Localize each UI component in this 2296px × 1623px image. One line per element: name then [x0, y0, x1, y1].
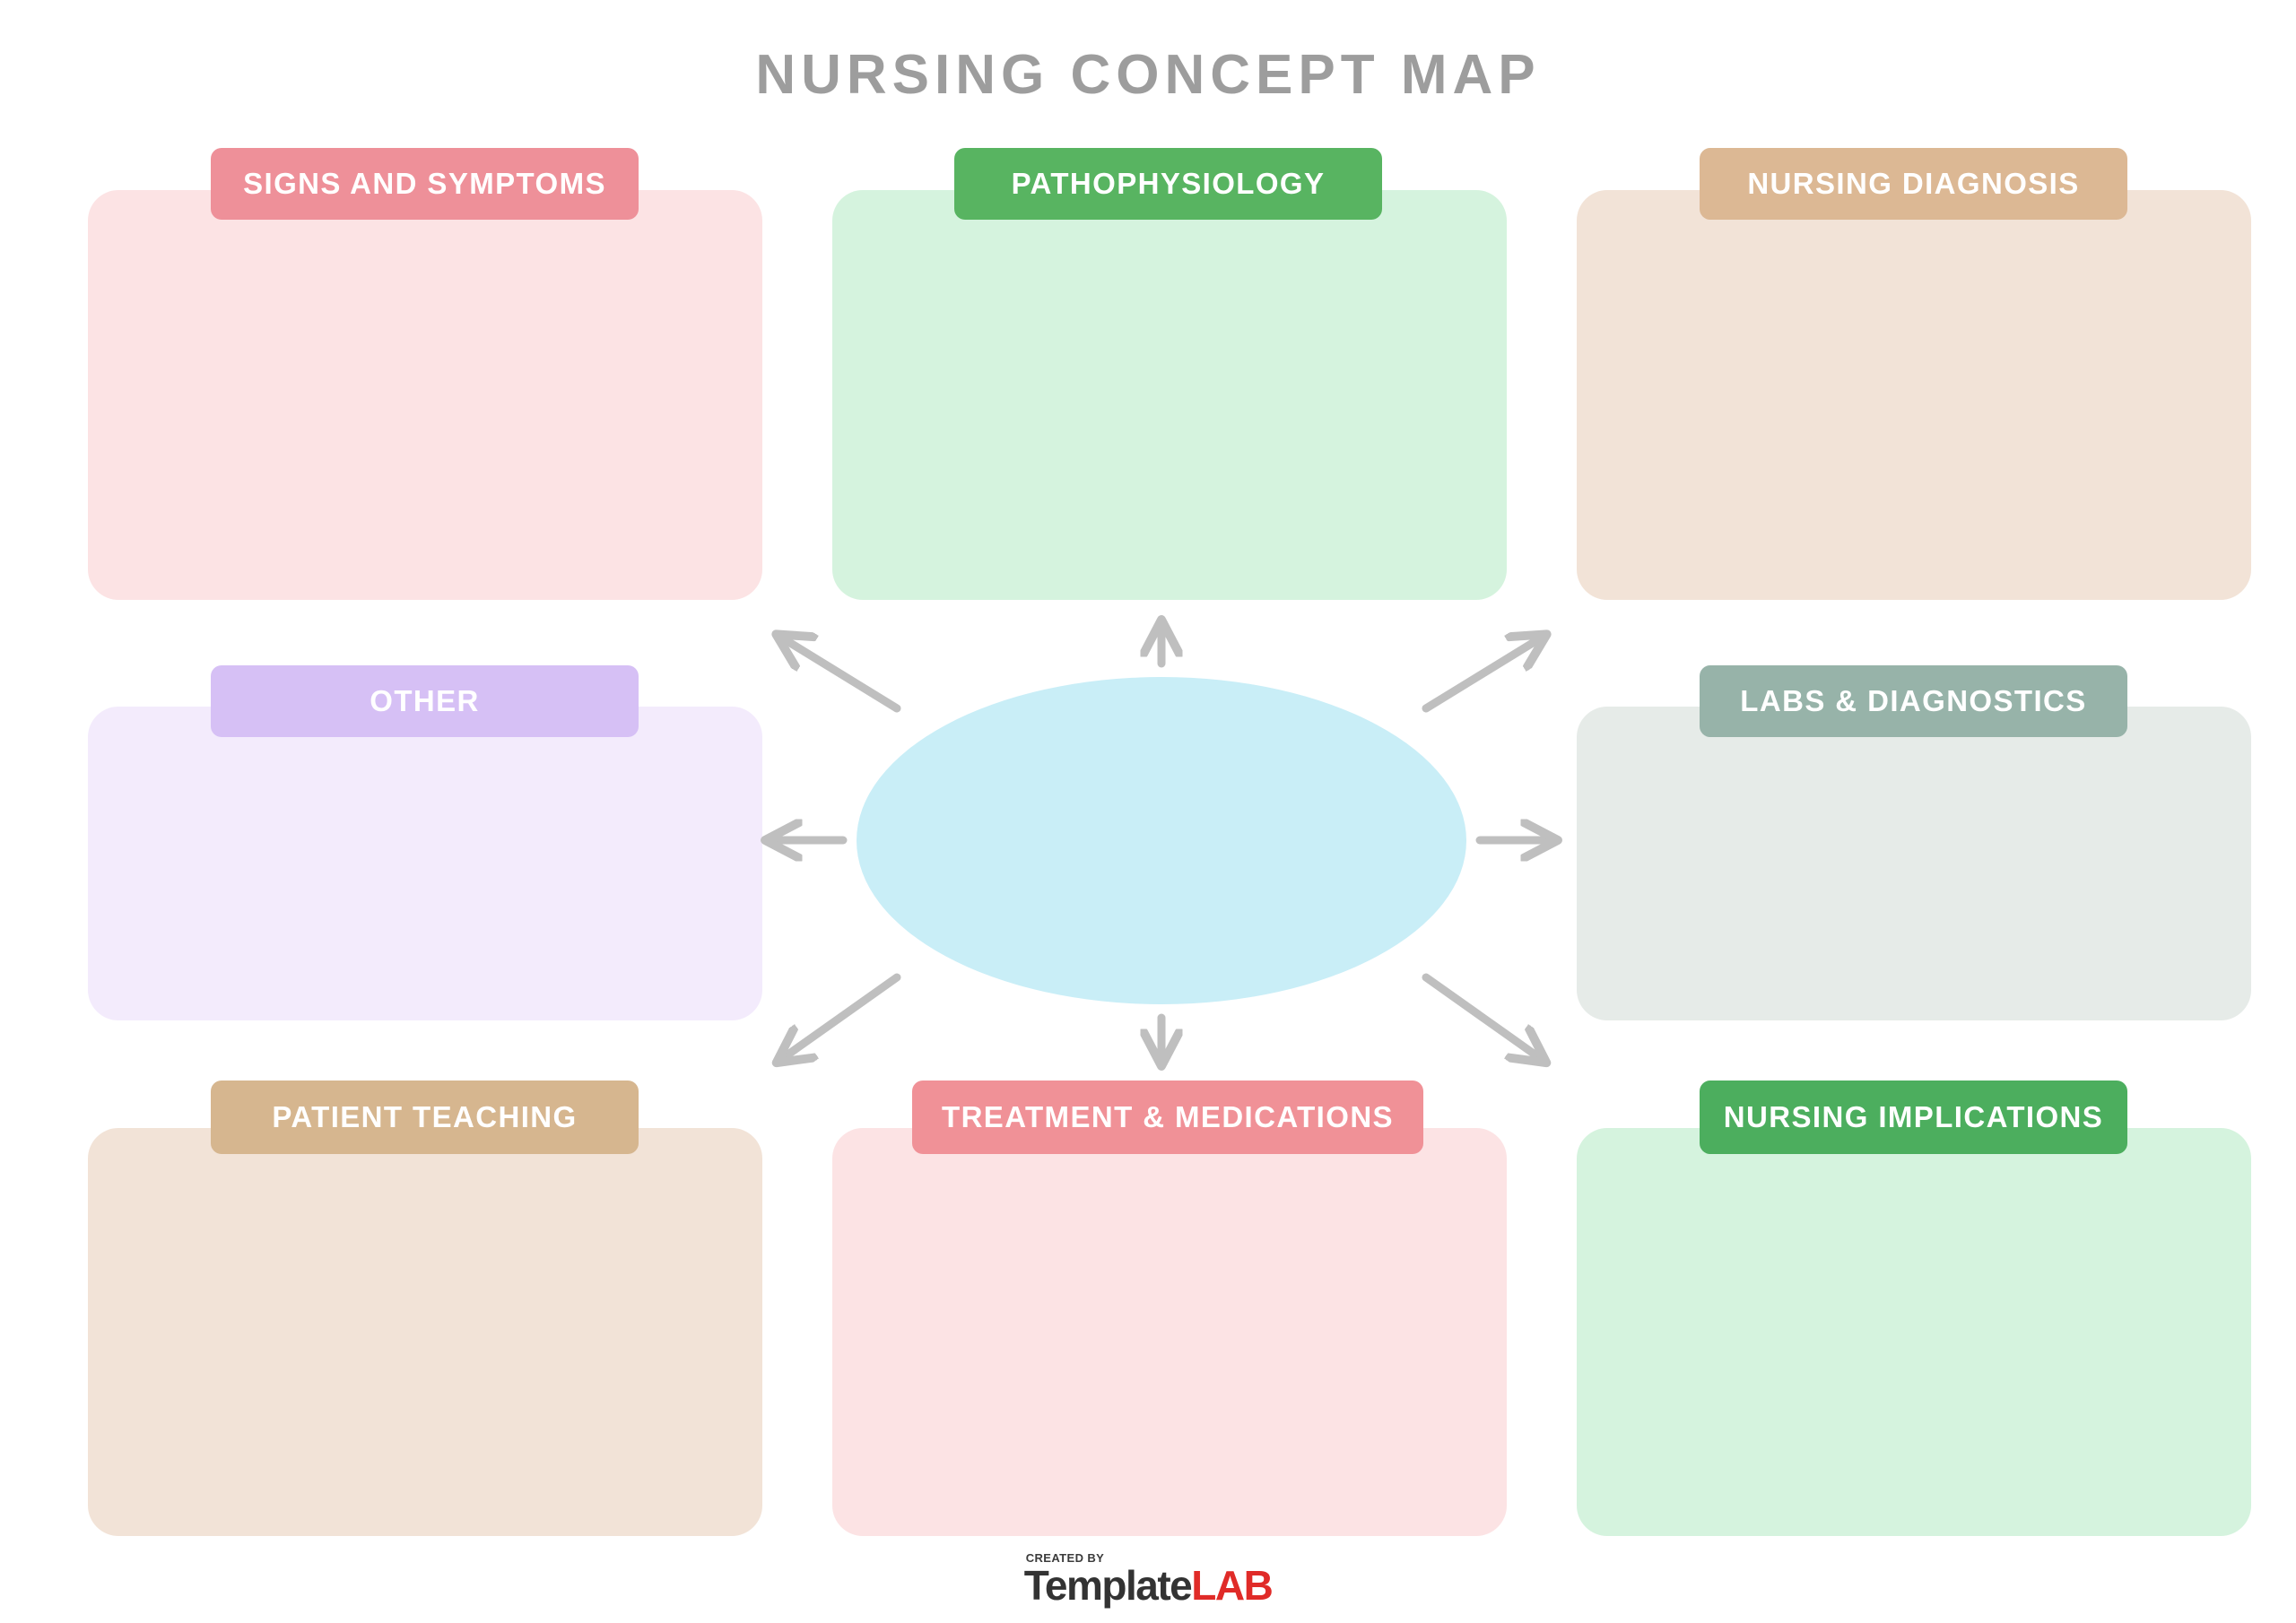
arrow-up-left	[783, 638, 901, 713]
card-label-labs-and-diagnostics: LABS & DIAGNOSTICS	[1700, 665, 2127, 737]
created-by-label: CREATED BY	[1025, 1551, 1105, 1565]
card-label-nursing-diagnosis: NURSING DIAGNOSIS	[1700, 148, 2127, 220]
brand-name-lab: LAB	[1191, 1562, 1274, 1609]
brand-name-template: Template	[1023, 1562, 1193, 1609]
card-labs-and-diagnostics[interactable]	[1577, 707, 2251, 1020]
central-topic-ellipse[interactable]	[857, 677, 1466, 1004]
card-label-nursing-implications: NURSING IMPLICATIONS	[1700, 1081, 2127, 1154]
card-other[interactable]	[88, 707, 762, 1020]
card-label-patient-teaching: PATIENT TEACHING	[211, 1081, 639, 1154]
footer-logo: CREATED BY TemplateLAB	[0, 1552, 2296, 1607]
card-signs-and-symptoms[interactable]	[88, 190, 762, 600]
arrow-down-right	[1422, 973, 1540, 1058]
card-label-signs-and-symptoms: SIGNS AND SYMPTOMS	[211, 148, 639, 220]
page-title: NURSING CONCEPT MAP	[755, 44, 1541, 106]
card-nursing-diagnosis[interactable]	[1577, 190, 2251, 600]
card-treatment-and-medications[interactable]	[832, 1128, 1507, 1536]
card-nursing-implications[interactable]	[1577, 1128, 2251, 1536]
card-label-pathophysiology: PATHOPHYSIOLOGY	[954, 148, 1382, 220]
card-pathophysiology[interactable]	[832, 190, 1507, 600]
card-label-treatment-and-medications: TREATMENT & MEDICATIONS	[912, 1081, 1423, 1154]
card-label-other: OTHER	[211, 665, 639, 737]
arrow-up-right	[1422, 638, 1540, 713]
arrow-down-left	[783, 973, 901, 1058]
card-patient-teaching[interactable]	[88, 1128, 762, 1536]
